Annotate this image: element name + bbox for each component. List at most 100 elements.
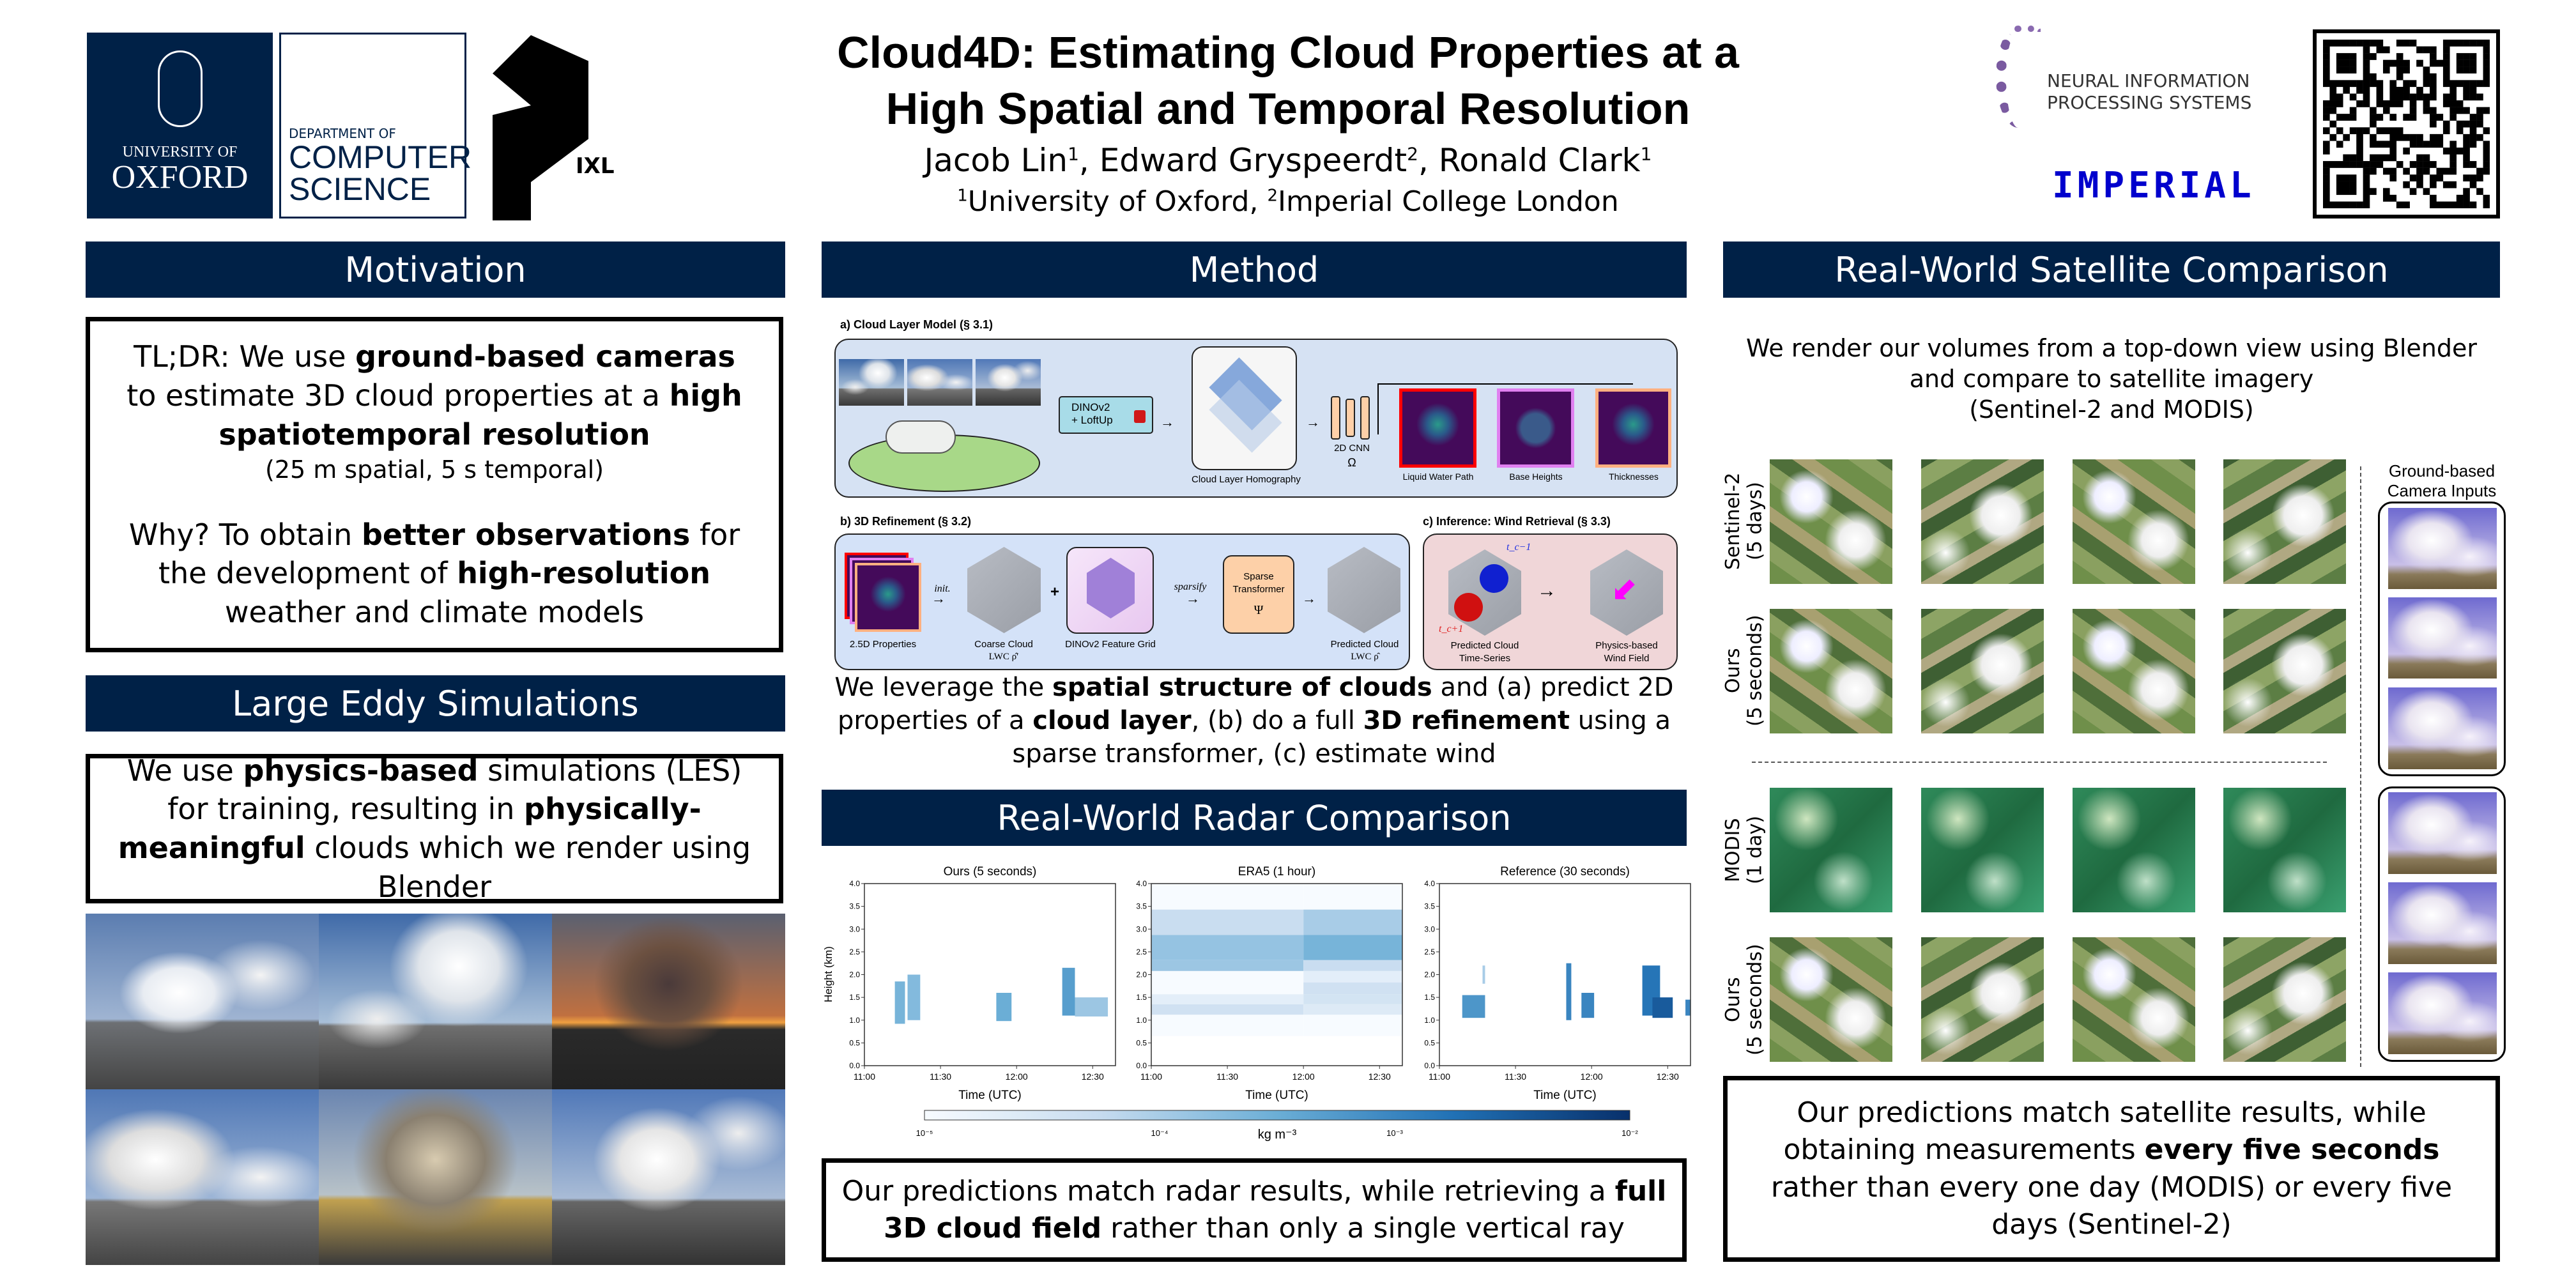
text: TL;DR: We use <box>134 339 356 374</box>
y-tick-label: 2.0 <box>849 970 860 979</box>
x-tick-label: 12:30 <box>1368 1071 1391 1082</box>
ours-render-image <box>1921 609 2044 733</box>
qr-module <box>2463 194 2470 202</box>
qr-module <box>2363 93 2370 101</box>
qr-module <box>2363 188 2370 195</box>
qr-code-pattern <box>2323 40 2490 209</box>
arrow-icon: → <box>1537 580 1556 601</box>
modis-image <box>2223 788 2346 912</box>
qr-module <box>2382 154 2390 162</box>
qr-module <box>2389 141 2397 148</box>
qr-module <box>2450 141 2457 148</box>
qr-module <box>2376 40 2384 47</box>
les-text: We use physics-based simulations (LES) f… <box>109 751 760 907</box>
qr-module <box>2469 66 2477 74</box>
x-tick-label: 11:30 <box>930 1071 951 1082</box>
qr-module <box>2336 127 2343 135</box>
heatmap-cell <box>1581 993 1595 1018</box>
imperial-logo: IMPERIAL <box>2052 165 2255 206</box>
text: We leverage the <box>834 673 1052 702</box>
qr-module <box>2463 201 2470 209</box>
qr-module <box>2416 181 2423 188</box>
heatmap-cell <box>1303 884 1402 910</box>
sentinel-image <box>1770 459 1892 584</box>
row-label-ours: Ours(5 seconds) <box>1722 609 1767 733</box>
ixl-logo-mark <box>493 35 595 220</box>
qr-module <box>2403 80 2410 88</box>
qr-code[interactable] <box>2313 29 2500 218</box>
qr-module <box>2430 73 2437 80</box>
qr-module <box>2416 154 2423 162</box>
heatmap-cell <box>894 981 905 1024</box>
oxford-logo-wordmark: OXFORD <box>111 159 249 195</box>
satellite-conclusion: Our predictions match satellite results,… <box>1747 1094 2476 1243</box>
qr-module <box>2436 201 2444 209</box>
cnn-label: 2D CNN <box>1334 443 1370 454</box>
qr-module <box>2450 147 2457 155</box>
text: Our predictions match satellite results,… <box>1783 1096 2426 1167</box>
text: clouds which we render using Blender <box>305 831 751 904</box>
poster-title-line-2: High Spatial and Temporal Resolution <box>885 84 1690 134</box>
qr-module <box>2349 201 2357 209</box>
panel-c-title: c) Inference: Wind Retrieval (§ 3.3) <box>1423 515 1611 528</box>
oxford-crest-icon <box>157 50 203 127</box>
text: rather than every one day (MODIS) or eve… <box>1770 1170 2453 1241</box>
qr-module <box>2456 194 2464 202</box>
qr-module <box>2323 194 2330 202</box>
emphasis: high-resolution <box>457 556 710 591</box>
text: rather than only a single vertical ray <box>1101 1212 1625 1245</box>
qr-module <box>2363 40 2370 47</box>
qr-module <box>2483 127 2490 135</box>
qr-module <box>2376 86 2384 94</box>
text: for the development of <box>158 517 740 591</box>
qr-module <box>2463 174 2470 181</box>
qr-module <box>2483 161 2490 168</box>
qr-module <box>2409 161 2417 168</box>
qr-module <box>2389 134 2397 141</box>
homography-box <box>1192 346 1297 470</box>
qr-module <box>2396 40 2404 47</box>
qr-module <box>2463 147 2470 155</box>
transformer-label: Transformer <box>1232 583 1285 595</box>
y-tick-label: 0.0 <box>1424 1061 1435 1070</box>
colorbar-tick-label: 10⁻⁴ <box>1151 1128 1169 1138</box>
y-tick-label: 3.5 <box>849 902 860 911</box>
qr-module <box>2382 167 2390 175</box>
qr-module <box>2363 174 2370 181</box>
heatmap-cell <box>1303 970 1402 983</box>
arrow-icon: → <box>1160 414 1174 430</box>
qr-module <box>2416 86 2423 94</box>
input-sky-image <box>839 359 904 406</box>
wind-field-label-1: Physics-based <box>1595 640 1658 651</box>
qr-module <box>2356 201 2363 209</box>
qr-module <box>2442 93 2450 101</box>
text: Our predictions match radar results, whi… <box>841 1174 1615 1208</box>
qr-module <box>2469 201 2477 209</box>
y-tick-label: 0.5 <box>1424 1038 1435 1047</box>
qr-module <box>2323 66 2330 74</box>
camera-callout-2 <box>2378 786 2506 1062</box>
qr-module <box>2463 154 2470 162</box>
qr-module <box>2343 53 2350 60</box>
qr-module <box>2382 66 2390 74</box>
qr-module <box>2476 80 2483 88</box>
qr-module <box>2476 40 2483 47</box>
qr-module <box>2349 181 2357 188</box>
x-tick-label: 12:00 <box>1006 1071 1028 1082</box>
qr-module <box>2382 107 2390 114</box>
text: weather and climate models <box>224 595 645 630</box>
qr-module <box>2442 66 2450 74</box>
lwp-label: Liquid Water Path <box>1402 471 1474 482</box>
qr-module <box>2430 174 2437 181</box>
qr-module <box>2456 40 2464 47</box>
qr-module <box>2356 80 2363 88</box>
qr-module <box>2370 141 2377 148</box>
wind-field-label-2: Wind Field <box>1604 653 1650 664</box>
camera-inputs-label: Ground-based Camera Inputs <box>2372 461 2512 501</box>
les-render-image <box>319 914 552 1089</box>
qr-module <box>2382 59 2390 67</box>
satellite-heading: Real-World Satellite Comparison <box>1723 241 2500 298</box>
qr-module <box>2376 80 2384 88</box>
loftup-label: + LoftUp <box>1071 414 1113 427</box>
qr-module <box>2476 120 2483 128</box>
